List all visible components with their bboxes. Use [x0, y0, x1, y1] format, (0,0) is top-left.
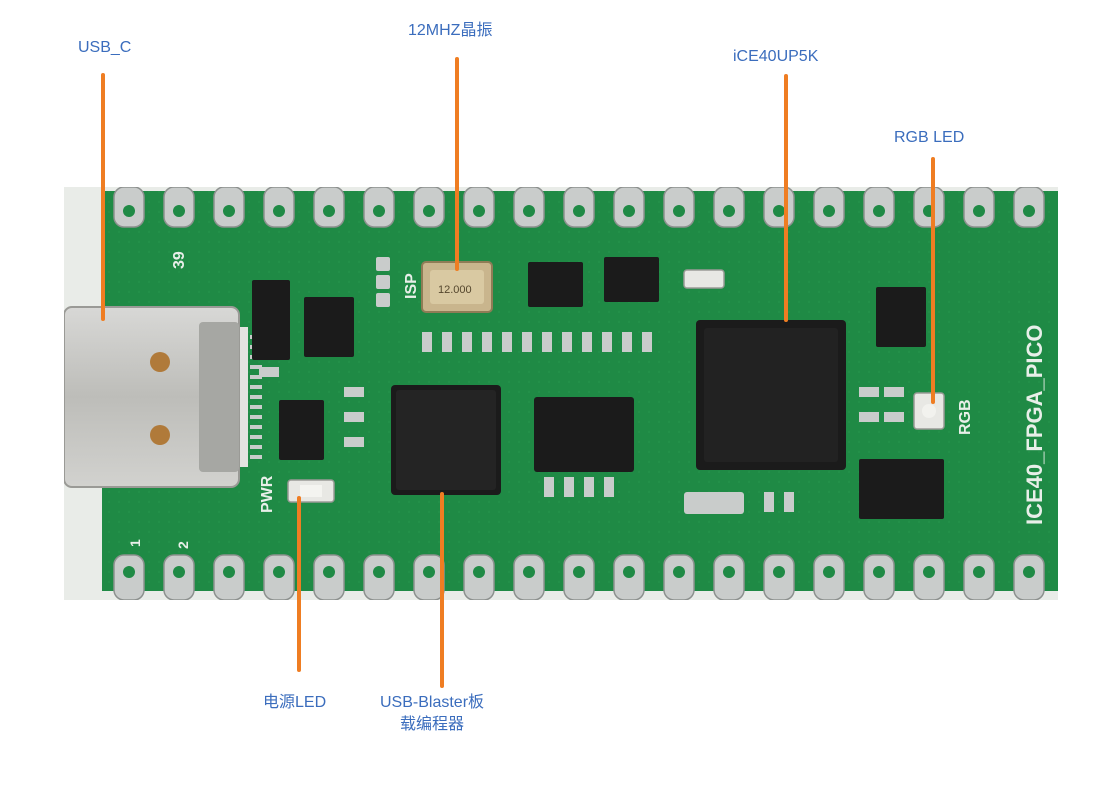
passive-components: [259, 332, 904, 514]
usb-c-connector: [64, 306, 248, 488]
label-fpga: iCE40UP5K: [733, 48, 819, 65]
silk-isp: ISP: [403, 273, 420, 299]
silk-pin-1: 1: [127, 539, 143, 547]
crystal-marking: 12.000: [438, 284, 472, 296]
flash-chip: [534, 397, 634, 472]
silk-pin-39: 39: [171, 251, 188, 269]
silk-pwr: PWR: [259, 475, 276, 513]
leader-rgb-led: [931, 157, 935, 404]
leader-fpga: [784, 74, 788, 322]
label-crystal: 12MHZ晶振: [408, 22, 493, 39]
silk-pin-2: 2: [175, 541, 191, 549]
silk-rgb: RGB: [957, 399, 974, 435]
silk-board-name: ICE40_FPGA_PICO: [1022, 324, 1047, 525]
label-usb-blaster: USB-Blaster板 载编程器: [380, 694, 485, 733]
label-usb-c: USB_C: [78, 39, 132, 56]
smd-chips-top: [252, 257, 944, 519]
isp-header: [376, 257, 390, 307]
leader-power-led: [297, 496, 301, 672]
leader-usb-c: [101, 73, 105, 321]
usb-blaster-chip: [391, 385, 501, 495]
leader-crystal: [455, 57, 459, 271]
label-rgb-led: RGB LED: [894, 129, 965, 146]
fpga-chip: [696, 320, 846, 470]
status-led: [683, 269, 725, 289]
pcb-board-image: 39 1 2 ISP PWR RGB ICE40_FPGA_PICO 12.00…: [64, 187, 1058, 600]
power-led: [287, 479, 335, 503]
label-power-led: 电源LED: [263, 694, 327, 711]
rgb-led: [913, 392, 945, 430]
leader-usb-blaster: [440, 492, 444, 688]
